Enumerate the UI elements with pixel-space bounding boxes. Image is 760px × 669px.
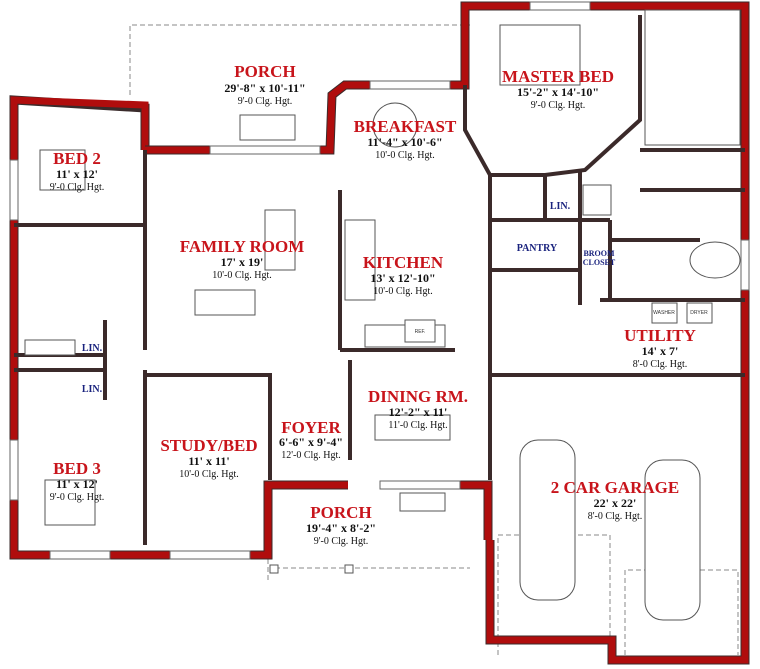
bathtub [24,339,76,356]
svg-text:12'-0 Clg. Hgt.: 12'-0 Clg. Hgt. [281,450,341,461]
svg-text:9'-0 Clg. Hgt.: 9'-0 Clg. Hgt. [531,100,586,111]
washer-label: WASHER [653,310,675,316]
room-label-foyer: FOYER 6'-6" x 9'-4" 12'-0 Clg. Hgt. [279,418,343,461]
walk-in-closet [644,9,741,146]
room-label-porch-front: PORCH 19'-4" x 8'-2" 9'-0 Clg. Hgt. [306,503,376,547]
bed-2 [39,149,86,191]
svg-text:19'-4" x 8'-2": 19'-4" x 8'-2" [306,521,376,535]
room-label-study: STUDY/BED 11' x 11' 10'-0 Clg. Hgt. [160,436,257,480]
linen-closet-label: LIN. [82,343,103,354]
window [169,550,251,560]
svg-text:MASTER BED: MASTER BED [502,67,614,86]
svg-text:KITCHEN: KITCHEN [363,253,444,272]
svg-text:6'-6" x 9'-4": 6'-6" x 9'-4" [279,435,343,449]
sofa [194,289,256,316]
svg-text:13' x 12'-10": 13' x 12'-10" [370,271,435,285]
shower [582,184,612,216]
svg-text:2 CAR GARAGE: 2 CAR GARAGE [551,478,679,497]
car [644,459,701,621]
svg-text:11' x 12': 11' x 12' [56,477,98,491]
garage-door-outline [624,569,739,655]
dining-table [374,414,451,441]
linen-closet-label: LIN. [82,384,103,395]
linen-closet-label: LIN. [550,201,571,212]
svg-text:10'-0 Clg. Hgt.: 10'-0 Clg. Hgt. [375,150,435,161]
svg-text:8'-0 Clg. Hgt.: 8'-0 Clg. Hgt. [588,511,643,522]
window [369,80,451,90]
rear-porch-outline [129,24,470,95]
pantry-label: PANTRY [517,243,558,254]
svg-text:FOYER: FOYER [281,418,341,437]
room-label-bed-2: BED 2 11' x 12' 9'-0 Clg. Hgt. [50,149,105,193]
car [519,439,576,601]
window [379,480,461,490]
svg-text:11'-4" x 10'-6": 11'-4" x 10'-6" [367,135,442,149]
svg-text:BED 2: BED 2 [53,149,101,168]
window [740,239,750,291]
fixtures [24,9,741,621]
rear-porch-sofa [239,114,296,141]
window [529,1,591,11]
room-label-utility: UTILITY 14' x 7' 8'-0 Clg. Hgt. [624,326,696,370]
front-porch-sofa [399,492,446,512]
bed-3 [44,479,96,526]
exterior-walls [9,1,750,665]
master-bed-furniture [499,24,581,86]
svg-text:12'-2" x 11': 12'-2" x 11' [389,405,448,419]
dryer [686,302,713,324]
svg-text:9'-0 Clg. Hgt.: 9'-0 Clg. Hgt. [50,492,105,503]
svg-text:UTILITY: UTILITY [624,326,696,345]
svg-text:22' x 22': 22' x 22' [594,496,637,510]
porch-column [344,564,354,574]
svg-text:29'-8" x 10'-11": 29'-8" x 10'-11" [224,81,305,95]
svg-text:BED 3: BED 3 [53,459,101,478]
room-label-kitchen: KITCHEN 13' x 12'-10" 10'-0 Clg. Hgt. [363,253,444,297]
svg-text:11'-0 Clg. Hgt.: 11'-0 Clg. Hgt. [388,420,447,431]
window [9,439,19,501]
svg-text:10'-0 Clg. Hgt.: 10'-0 Clg. Hgt. [179,469,239,480]
soaking-tub [689,241,741,279]
window [209,145,321,155]
svg-text:10'-0 Clg. Hgt.: 10'-0 Clg. Hgt. [212,270,272,281]
room-label-dining: DINING RM. 12'-2" x 11' 11'-0 Clg. Hgt. [368,387,468,431]
svg-text:PORCH: PORCH [310,503,371,522]
refrigerator-label: REF. [415,329,426,335]
svg-text:11' x 11': 11' x 11' [188,454,229,468]
refrigerator [404,319,436,343]
svg-text:9'-0 Clg. Hgt.: 9'-0 Clg. Hgt. [50,182,105,193]
svg-text:11' x 12': 11' x 12' [56,167,98,181]
svg-text:14' x 7': 14' x 7' [642,344,679,358]
breakfast-table [372,102,418,148]
svg-text:FAMILY ROOM: FAMILY ROOM [180,237,305,256]
room-label-master-bed: MASTER BED 15'-2" x 14'-10" 9'-0 Clg. Hg… [502,67,614,111]
interior-walls [14,15,745,545]
svg-text:BREAKFAST: BREAKFAST [354,117,457,136]
broom-closet-label: CLOSET [583,258,616,267]
room-label-breakfast: BREAKFAST 11'-4" x 10'-6" 10'-0 Clg. Hgt… [354,117,457,161]
svg-text:10'-0 Clg. Hgt.: 10'-0 Clg. Hgt. [373,286,433,297]
svg-text:9'-0 Clg. Hgt.: 9'-0 Clg. Hgt. [314,536,369,547]
svg-text:15'-2" x 14'-10": 15'-2" x 14'-10" [517,85,599,99]
window [49,550,111,560]
svg-text:DINING RM.: DINING RM. [368,387,468,406]
room-label-family-room: FAMILY ROOM 17' x 19' 10'-0 Clg. Hgt. [180,237,305,281]
broom-closet-label: BROOM [583,249,615,258]
kitchen-counter [344,219,376,301]
window [9,159,19,221]
sofa [264,209,296,271]
dryer-label: DRYER [690,310,708,316]
svg-text:PORCH: PORCH [234,62,295,81]
room-label-garage: 2 CAR GARAGE 22' x 22' 8'-0 Clg. Hgt. [551,478,679,522]
room-label-bed-3: BED 3 11' x 12' 9'-0 Clg. Hgt. [50,459,105,503]
washer [651,302,678,324]
room-label-porch-rear: PORCH 29'-8" x 10'-11" 9'-0 Clg. Hgt. [224,62,305,107]
svg-text:8'-0 Clg. Hgt.: 8'-0 Clg. Hgt. [633,359,688,370]
svg-text:STUDY/BED: STUDY/BED [160,436,257,455]
svg-text:17' x 19': 17' x 19' [221,255,264,269]
svg-text:9'-0 Clg. Hgt.: 9'-0 Clg. Hgt. [238,96,293,107]
porch-column [269,564,279,574]
